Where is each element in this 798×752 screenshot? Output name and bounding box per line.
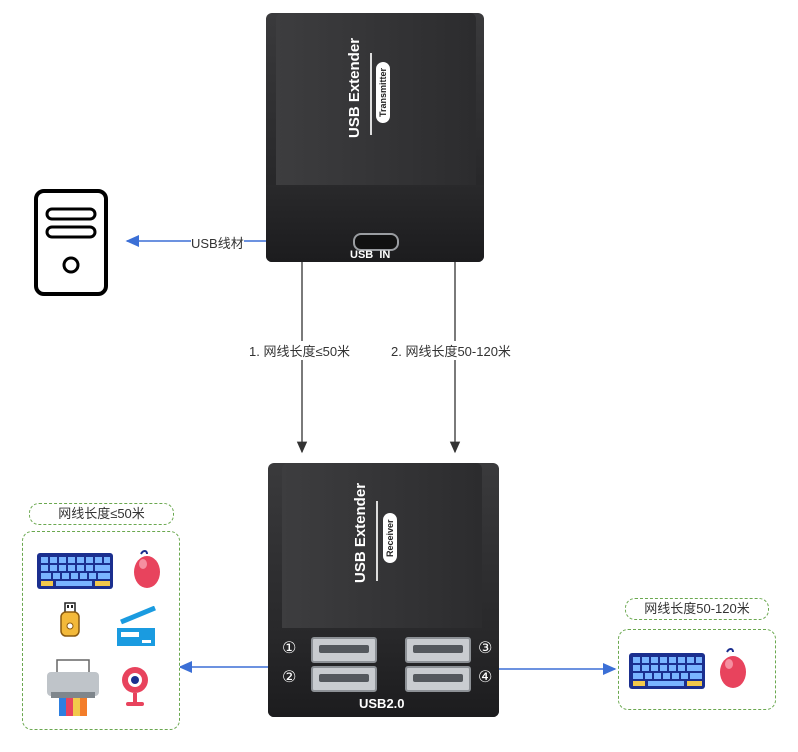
usb-port-3 [405, 637, 471, 663]
printer-icon [47, 659, 99, 716]
left-group-title: 网线长度≤50米 [29, 503, 174, 525]
webcam-icon [122, 667, 148, 706]
receiver-bottom-label: USB2.0 [359, 696, 405, 711]
mouse-icon [720, 648, 746, 688]
usb-port-4 [405, 666, 471, 692]
left-device-group [22, 531, 180, 730]
port-number-2: ② [282, 669, 297, 686]
transmitter-port-label: USB IN [350, 249, 391, 261]
port-number-3: ③ [478, 640, 493, 657]
transmitter-divider [370, 53, 372, 135]
receiver-device: USB Extender Receiver ① ② ③ ④ USB2.0 [268, 463, 499, 717]
mouse-icon [134, 550, 160, 588]
keyboard-icon [629, 653, 705, 689]
port-number-1: ① [282, 640, 297, 657]
usb-cable-label: USB线材 [191, 233, 244, 252]
receiver-brand: USB Extender [352, 482, 369, 583]
usb-port-1 [311, 637, 377, 663]
computer-tower-icon [34, 189, 108, 296]
receiver-divider [376, 501, 378, 581]
receiver-model-badge: Receiver [383, 513, 397, 563]
right-device-group [618, 629, 776, 710]
transmitter-device: USB Extender Transmitter USB IN [266, 13, 484, 262]
usb-port-2 [311, 666, 377, 692]
transmitter-model-badge: Transmitter [376, 61, 390, 123]
usb-c-port [353, 233, 399, 251]
scanner-icon [117, 606, 156, 646]
cable-length-label-1: 1. 网线长度≤50米 [249, 341, 351, 360]
port-number-4: ④ [478, 669, 493, 686]
right-group-title: 网线长度50-120米 [625, 598, 769, 620]
receiver-top-face [282, 463, 482, 628]
transmitter-brand: USB Extender [346, 37, 363, 138]
keyboard-icon [37, 553, 113, 589]
usb-drive-icon [60, 602, 80, 637]
cable-length-label-2: 2. 网线长度50-120米 [391, 341, 511, 360]
